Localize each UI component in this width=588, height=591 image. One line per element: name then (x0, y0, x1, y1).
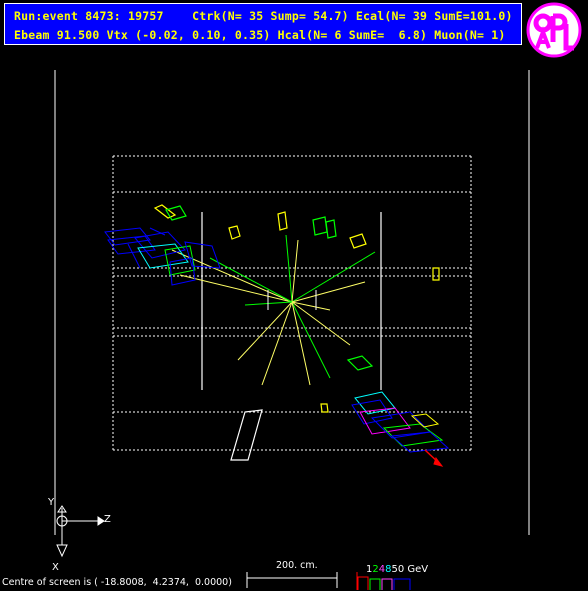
energy-key-labels: 124850 GeV (366, 564, 428, 575)
outer-frame (54, 70, 530, 535)
gev-1: 1 (366, 564, 373, 575)
gev-2: 2 (372, 564, 379, 575)
gev-50: 50 GeV (391, 564, 429, 575)
axis-z-label: Z (104, 514, 111, 525)
axis-y-label: Y (48, 497, 55, 508)
gev-8: 8 (385, 564, 392, 575)
scale-label: 200. cm. (276, 560, 318, 571)
track (291, 301, 311, 386)
tracks (171, 234, 376, 386)
opal-logo-icon (526, 2, 582, 58)
run-event-line: Run:event 8473: 19757 Ctrk(N= 35 Sump= 5… (14, 9, 513, 23)
gev-4: 4 (378, 564, 386, 575)
event-info-header: Run:event 8473: 19757 Ctrk(N= 35 Sump= 5… (4, 3, 522, 45)
track (291, 301, 351, 346)
track (291, 301, 331, 311)
detector-outline (112, 155, 472, 451)
vertex-ticks (267, 290, 317, 310)
track (291, 301, 331, 379)
track (285, 234, 293, 303)
scale-bar (246, 572, 338, 588)
track (291, 251, 376, 303)
track (179, 274, 293, 303)
small-clusters (153, 204, 440, 413)
muon-chamber (230, 409, 263, 461)
inner-detector-posts (201, 212, 382, 390)
track (261, 301, 293, 386)
beam-vertex-line: Ebeam 91.500 Vtx (-0.02, 0.10, 0.35) Hca… (14, 28, 506, 42)
track (237, 301, 293, 361)
track (209, 257, 293, 303)
ecal-cluster-right (351, 391, 450, 467)
track (291, 239, 299, 303)
energy-key (356, 572, 411, 590)
track (291, 281, 366, 303)
axis-gizmo (56, 505, 105, 558)
axis-x-label: X (52, 562, 59, 573)
screen-centre-readout: Centre of screen is ( -18.8008, 4.2374, … (2, 577, 232, 588)
ecal-cluster-left (104, 227, 221, 286)
